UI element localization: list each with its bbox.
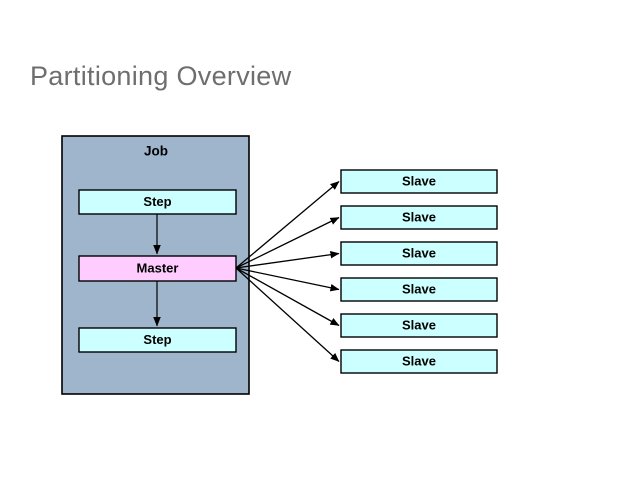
arrow-master-to-slave-5 [235, 267, 340, 327]
arrow-master-to-slave-4 [235, 267, 340, 292]
node-slave-4-rect [340, 277, 498, 302]
node-slave-2[interactable]: Slave [340, 205, 498, 230]
node-slave-3[interactable]: Slave [340, 241, 498, 266]
node-step-top-label: Step [143, 194, 171, 209]
node-step-top[interactable]: Step [78, 189, 237, 215]
node-step-top-rect [78, 189, 237, 215]
node-slave-5[interactable]: Slave [340, 313, 498, 338]
node-step-bottom-rect [78, 327, 237, 353]
job-container-label: Job [144, 144, 168, 159]
arrow-master-to-slave-6 [235, 267, 340, 362]
node-slave-6[interactable]: Slave [340, 349, 498, 374]
node-step-bottom[interactable]: Step [78, 327, 237, 353]
node-master[interactable]: Master [78, 255, 237, 282]
node-master-rect [78, 255, 237, 282]
node-slave-4-label: Slave [402, 281, 436, 296]
node-slave-5-rect [340, 313, 498, 338]
node-slave-3-rect [340, 241, 498, 266]
arrow-master-to-slave-1 [235, 181, 340, 269]
node-slave-6-label: Slave [402, 353, 436, 368]
node-step-bottom-label: Step [143, 332, 171, 347]
arrow-master-to-slave-2 [235, 216, 340, 269]
node-slave-5-label: Slave [402, 317, 436, 332]
page-title: Partitioning Overview [30, 61, 292, 91]
node-slave-2-label: Slave [402, 209, 436, 224]
node-slave-3-label: Slave [402, 245, 436, 260]
node-slave-1-label: Slave [402, 173, 436, 188]
node-slave-2-rect [340, 205, 498, 230]
node-slave-6-rect [340, 349, 498, 374]
arrow-master-to-slave-3 [235, 250, 340, 269]
node-slave-4[interactable]: Slave [340, 277, 498, 302]
node-master-label: Master [137, 260, 179, 275]
node-slave-1[interactable]: Slave [340, 169, 498, 194]
node-slave-1-rect [340, 169, 498, 194]
master-to-slave-arrows [235, 181, 340, 362]
